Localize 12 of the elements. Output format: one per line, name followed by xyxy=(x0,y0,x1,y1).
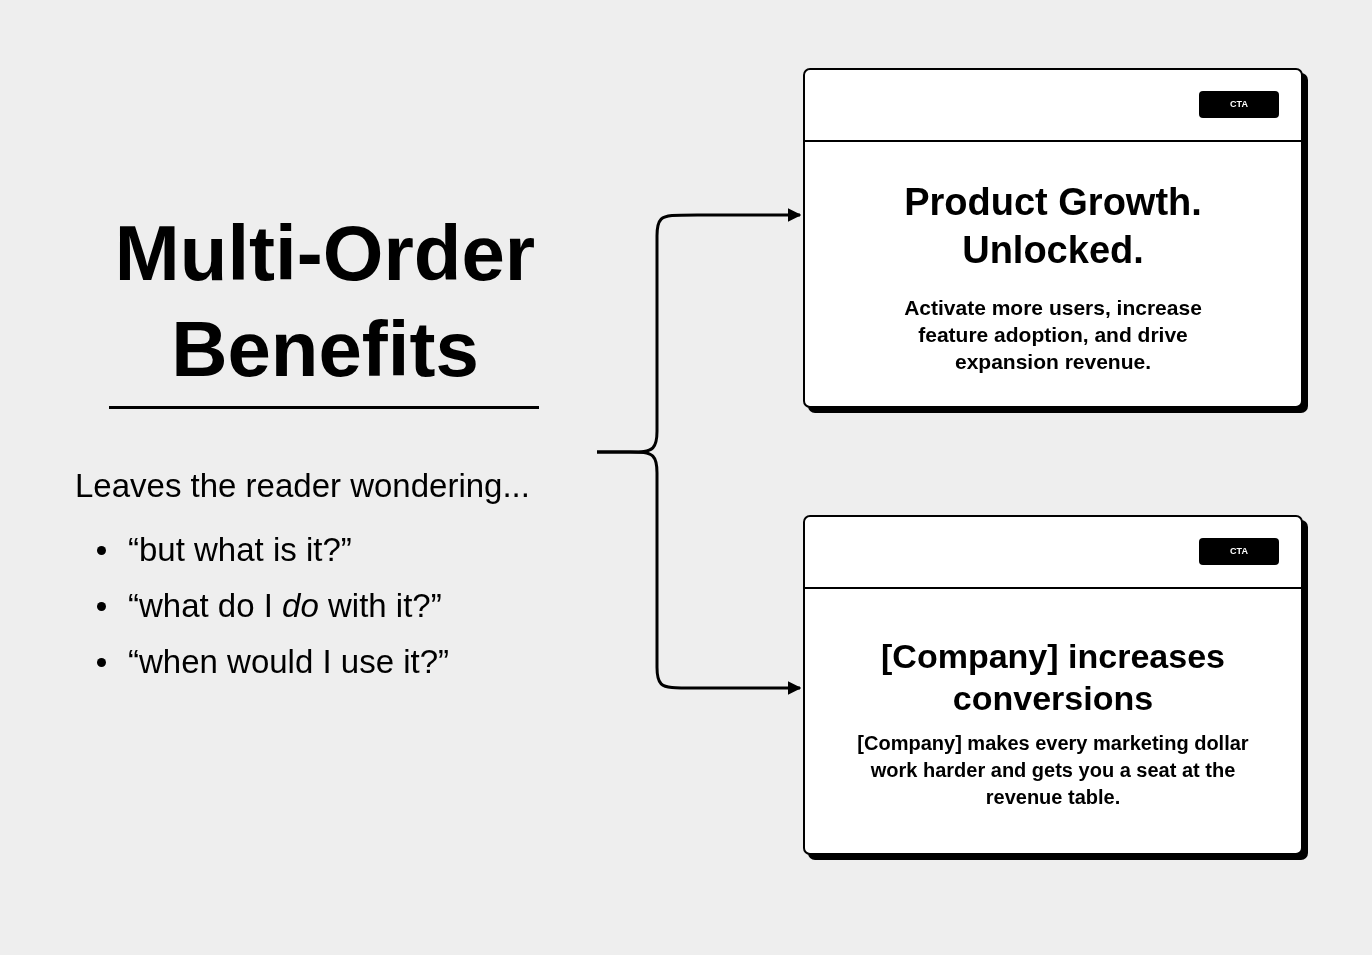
title: Multi-Order Benefits xyxy=(113,208,537,395)
bullet-item: “what do I do with it?” xyxy=(128,586,442,626)
arrow xyxy=(597,450,802,695)
headline: Product Growth. Unlocked. xyxy=(903,180,1203,273)
subheadline: Activate more users, increase feature adoption, and drive expansion revenue. xyxy=(903,295,1203,375)
headline: [Company] increases conversions xyxy=(880,636,1226,719)
subheadline: [Company] makes every marketing dollar work harder and gets you a seat at the revenue table. xyxy=(856,731,1250,810)
intro-text: Leaves the reader wondering... xyxy=(75,466,531,506)
bullet-item: “but what is it?” xyxy=(128,530,352,570)
cta-button: CTA xyxy=(1199,91,1279,118)
cta-button: CTA xyxy=(1199,538,1279,565)
bullet-item: “when would I use it?” xyxy=(128,642,449,682)
